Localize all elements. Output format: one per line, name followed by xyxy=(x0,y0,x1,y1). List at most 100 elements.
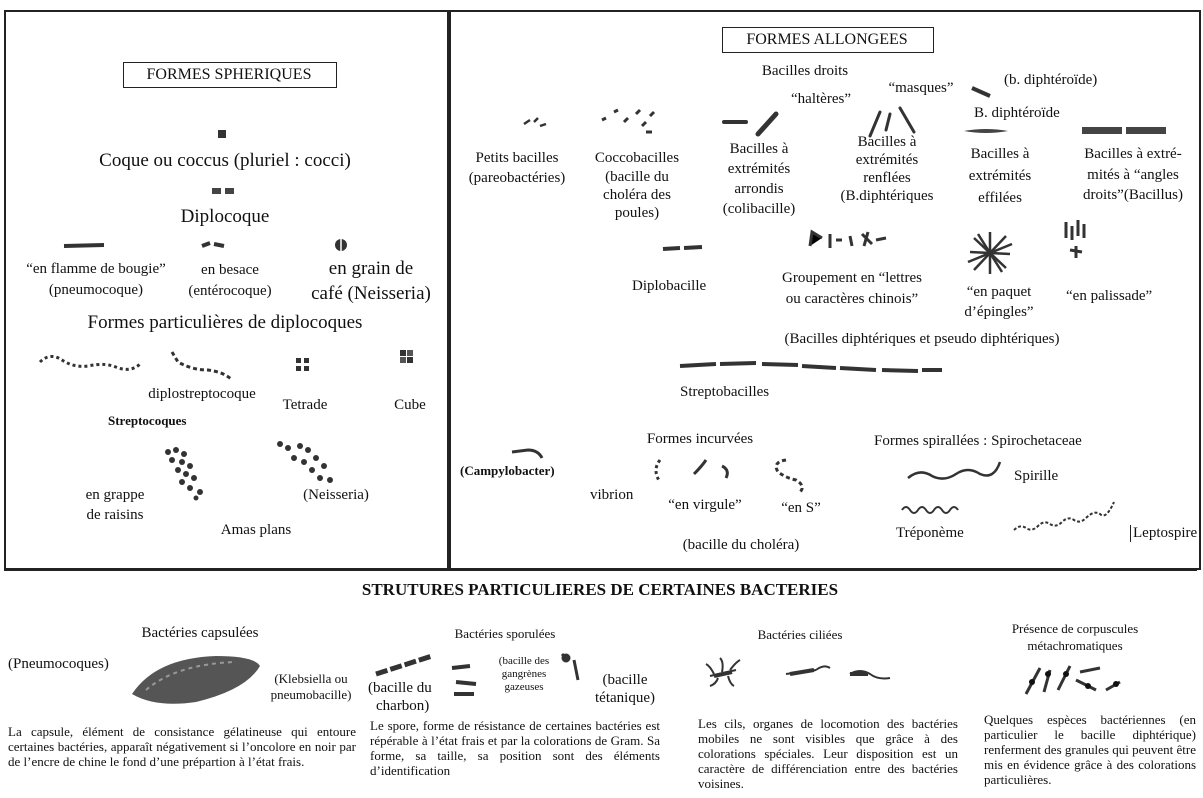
spiralees-label: Formes spirallées : Spirochetaceae xyxy=(874,433,1082,449)
caps-text: La capsule, élément de consistance gélat… xyxy=(8,724,356,769)
coccobacilles-illustration xyxy=(601,108,656,134)
paquet-label-2: d’épingles” xyxy=(964,304,1034,320)
bacilles-droits-label: Bacilles droits xyxy=(761,63,849,79)
streptobacilles-illustration xyxy=(679,361,942,373)
gang-label-2: gangrènes xyxy=(501,668,547,680)
lettres-label-1: Groupement en “lettres xyxy=(782,270,922,286)
eff-label-1: Bacilles à xyxy=(970,146,1030,162)
elongated-title: FORMES ALLONGEES xyxy=(746,31,908,48)
streptobacilles-label: Streptobacilles xyxy=(680,384,770,400)
diplobacille-label: Diplobacille xyxy=(632,278,707,294)
ren-label-2: extrémités xyxy=(855,152,919,168)
cocco-label-2: (bacille du xyxy=(605,169,669,185)
diplocoque-label: Diplocoque xyxy=(180,206,270,227)
campylo-label: (Campylobacter) xyxy=(460,463,555,478)
gangrene-illustration xyxy=(451,664,477,696)
cil-text: Les cils, organes de locomotion des bact… xyxy=(698,716,958,791)
vibrion-label: vibrion xyxy=(590,487,634,503)
cocco-label-1: Coccobacilles xyxy=(594,150,680,166)
flamme-label-1: “en flamme de bougie” xyxy=(26,261,166,277)
diplococcus-illustration xyxy=(212,188,234,194)
gang-label-3: gazeuses xyxy=(504,681,544,693)
kleb-label-1: (Klebsiella ou xyxy=(274,671,348,686)
petits-label-1: Petits bacilles xyxy=(475,150,559,166)
palissade-label: “en palissade” xyxy=(1066,288,1153,304)
leptospire-illustration xyxy=(1013,501,1115,531)
neisseria-cluster-illustration xyxy=(277,441,333,483)
lettres-illustration xyxy=(808,229,887,248)
cholera-label: (bacille du choléra) xyxy=(682,537,800,553)
ens-illustration xyxy=(774,458,804,494)
flamme-label-2: (pneumocoque) xyxy=(48,282,144,298)
ens-label: “en S” xyxy=(781,500,821,516)
pneumo-label: (Pneumocoques) xyxy=(8,656,109,672)
ang-label-2: mités à “angles xyxy=(1087,167,1179,183)
spherical-title: FORMES SPHERIQUES xyxy=(146,66,312,83)
diplostrepto-label: diplostreptocoque xyxy=(148,386,256,402)
tetrade-label: Tetrade xyxy=(282,397,328,413)
cube-illustration xyxy=(400,350,413,363)
corp-text: Quelques espèces bactériennes (en partic… xyxy=(984,712,1196,787)
renflees-illustration xyxy=(868,106,916,138)
corpuscules-illustration xyxy=(1024,665,1121,695)
corp-title-2: métachromatiques xyxy=(1027,638,1123,653)
virgule-label: “en virgule” xyxy=(668,497,742,513)
besace-illustration xyxy=(201,241,225,248)
spor-title: Bactéries sporulées xyxy=(454,626,556,641)
ciliated-illustration xyxy=(705,657,891,687)
virgule-illustration xyxy=(692,459,729,479)
tet-label-1: (bacille xyxy=(602,672,648,688)
grappe-label-2: de raisins xyxy=(86,507,144,523)
spherical-title-box xyxy=(123,62,337,88)
spor-text: Le spore, forme de résistance de certain… xyxy=(370,718,660,778)
arr-label-2: extrémités xyxy=(727,161,791,177)
coccus-illustration xyxy=(218,130,226,138)
neisseria-label: (Neisseria) xyxy=(303,487,369,503)
ren-label-3: renflées xyxy=(863,170,911,186)
cocco-label-4: poules) xyxy=(614,205,660,221)
campylo-illustration xyxy=(511,448,544,459)
eff-label-2: extrémités xyxy=(968,168,1032,184)
besace-label-1: en besace xyxy=(201,262,259,278)
cil-title: Bactéries ciliées xyxy=(757,627,843,642)
effilees-illustration xyxy=(964,129,1008,133)
paquet-epingles-illustration xyxy=(967,232,1013,274)
cube-label: Cube xyxy=(394,397,426,413)
halteres-label: “haltères” xyxy=(791,91,851,107)
caps-title: Bactéries capsulées xyxy=(141,625,259,641)
elongated-title-box xyxy=(722,27,934,53)
besace-label-2: (entérocoque) xyxy=(188,283,272,299)
lettres-label-2: ou caractères chinois” xyxy=(785,291,919,307)
charbon-label-1: (bacille du xyxy=(368,680,432,696)
paquet-label-1: “en paquet xyxy=(966,284,1032,300)
eff-label-3: effilées xyxy=(978,190,1022,206)
masques-label: “masques” xyxy=(888,80,954,96)
arr-label-1: Bacilles à xyxy=(729,141,789,157)
grain-cafe-illustration xyxy=(335,239,347,251)
diplostrepto-illustration xyxy=(170,351,234,382)
grain-label-1: en grain de xyxy=(328,258,414,279)
leptospire-label: Leptospire xyxy=(1130,525,1197,543)
ren-label-4: (B.diphtériques xyxy=(840,188,934,204)
angles-droits-illustration xyxy=(1082,127,1166,134)
petits-label-2: (pareobactéries) xyxy=(468,170,566,186)
tet-label-2: tétanique) xyxy=(595,690,655,706)
b-diph-paren-label: (b. diphtéroïde) xyxy=(1004,72,1098,88)
charbon-illustration xyxy=(375,653,433,677)
grain-label-2: café (Neisseria) xyxy=(311,283,431,304)
ren-label-1: Bacilles à xyxy=(857,134,917,150)
ang-label-3: droits”(Bacillus) xyxy=(1083,187,1183,203)
arr-label-4: (colibacille) xyxy=(722,201,796,217)
spirille-label: Spirille xyxy=(1014,468,1059,484)
arrondis-illustration xyxy=(722,111,779,137)
vibrion-illustration xyxy=(654,459,662,483)
diphteroide-small-illustration xyxy=(971,86,991,98)
streptocoques-label: Streptocoques xyxy=(108,413,187,428)
tetrade-illustration xyxy=(296,358,309,371)
charbon-label-2: charbon) xyxy=(376,698,430,714)
incurvees-label: Formes incurvées xyxy=(646,431,754,447)
b-diph-label: B. diphtéroïde xyxy=(974,105,1060,121)
palissade-illustration xyxy=(1064,220,1086,258)
amas-label: Amas plans xyxy=(220,522,292,538)
corp-title-1: Présence de corpuscules xyxy=(1011,621,1139,636)
